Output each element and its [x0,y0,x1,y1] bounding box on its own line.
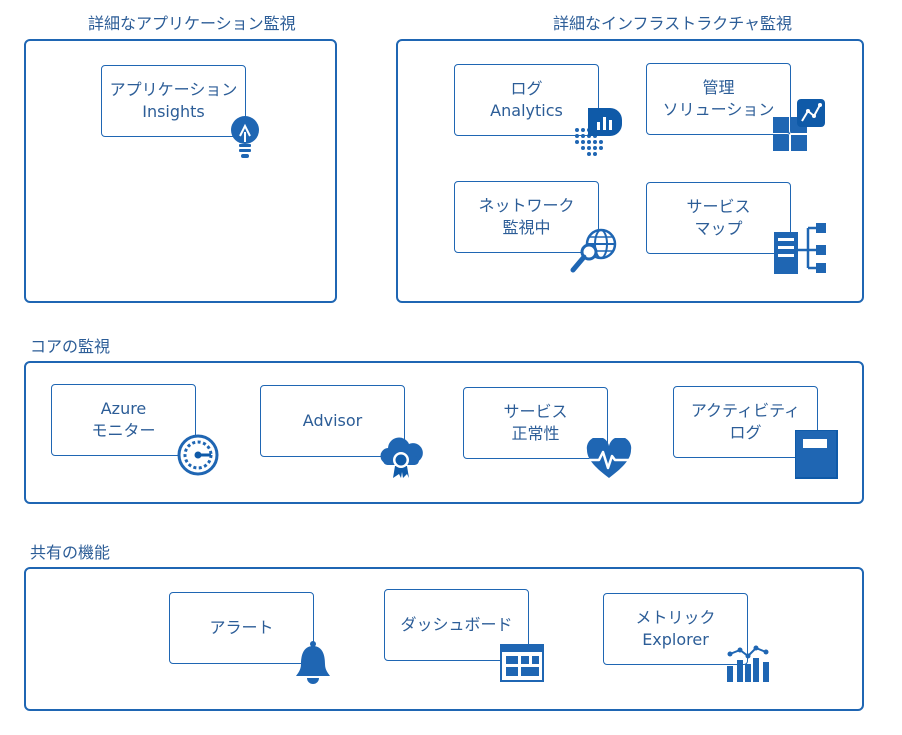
gauge-icon [177,434,219,476]
section-title-shared-capabilities: 共有の機能 [30,543,111,562]
dashboard-icon [500,644,544,682]
card-activity-log[interactable]: アクティビティ ログ [673,386,818,458]
card-label-line2: Analytics [490,101,563,120]
card-label-line1: ログ [510,79,543,98]
card-label-line1: サービス [503,402,568,421]
card-label-line2: マップ [694,219,743,238]
card-label-line1: アクティビティ [690,401,801,420]
card-label-line1: ダッシュボード [400,615,513,634]
card-label-line1: メトリック [635,608,716,627]
metrics-bars-icon [727,645,769,682]
card-label-line2: 監視中 [502,218,551,237]
card-label-line2: 正常性 [511,424,560,443]
section-title-infra-monitoring: 詳細なインフラストラクチャ監視 [553,14,793,33]
cloud-badge-icon [380,437,423,478]
card-label-line1: Advisor [302,411,363,430]
card-label-line2: ソリューション [662,100,775,119]
card-metrics-explorer[interactable]: メトリック Explorer [603,593,748,665]
card-label-line1: 管理 [702,78,735,97]
card-label-line2: ログ [729,423,762,442]
card-label-line1: Azure [100,399,147,418]
card-management-solutions[interactable]: 管理 ソリューション [646,63,791,135]
card-service-health[interactable]: サービス 正常性 [463,387,608,459]
card-network-monitoring[interactable]: ネットワーク 監視中 [454,181,599,253]
lightbulb-icon [231,116,259,158]
card-label-line1: アラート [209,618,274,637]
card-label-line2: Insights [142,102,205,121]
card-log-analytics[interactable]: ログ Analytics [454,64,599,136]
card-azure-monitor[interactable]: Azure モニター [51,384,196,456]
card-application-insights[interactable]: アプリケーション Insights [101,65,246,137]
heart-pulse-icon [586,438,632,478]
card-label-line1: ネットワーク [478,196,575,215]
server-tree-icon [774,223,826,274]
section-title-app-monitoring: 詳細なアプリケーション監視 [88,14,296,33]
card-label-line2: Explorer [642,630,709,649]
card-label-line1: アプリケーション [109,80,238,99]
card-label-line2: モニター [91,421,156,440]
section-title-core-monitoring: コアの監視 [30,337,111,356]
bell-icon [296,641,330,684]
card-service-map[interactable]: サービス マップ [646,182,791,254]
card-label-line1: サービス [686,197,751,216]
card-advisor[interactable]: Advisor [260,385,405,457]
chart-bubble-icon [575,108,622,156]
book-icon [795,430,838,479]
card-alerts[interactable]: アラート [169,592,314,664]
tiles-chart-icon [773,99,825,151]
globe-magnifier-icon [570,228,617,273]
